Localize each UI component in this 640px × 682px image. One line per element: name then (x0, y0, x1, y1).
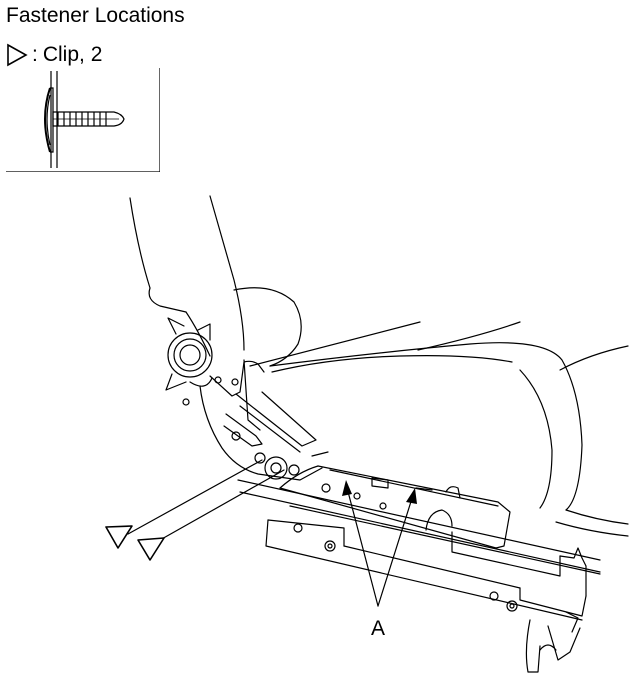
side-cover-panel (279, 465, 511, 549)
callout-arrowhead (406, 488, 417, 504)
callout-leader-lines (345, 483, 415, 607)
seat-cushion (249, 321, 629, 537)
seat-back (129, 195, 302, 367)
clip-marker-icon (137, 537, 165, 561)
seat-rail (237, 479, 601, 673)
clip-marker-icon (105, 525, 133, 549)
clip-leader-lines (127, 459, 285, 541)
legend-separator: : (32, 43, 38, 66)
page-title: Fastener Locations (6, 4, 185, 27)
fastener-legend: : Clip, 2 (6, 42, 102, 68)
callout-arrowhead (342, 480, 352, 496)
recliner-mechanism (165, 317, 239, 406)
triangle-outline-icon (7, 43, 28, 67)
callout-label-a: A (371, 617, 386, 640)
legend-label: Clip, 2 (42, 43, 103, 66)
side-bracket (199, 359, 329, 481)
clip-icon (44, 71, 125, 168)
clip-detail-inset (6, 68, 160, 172)
